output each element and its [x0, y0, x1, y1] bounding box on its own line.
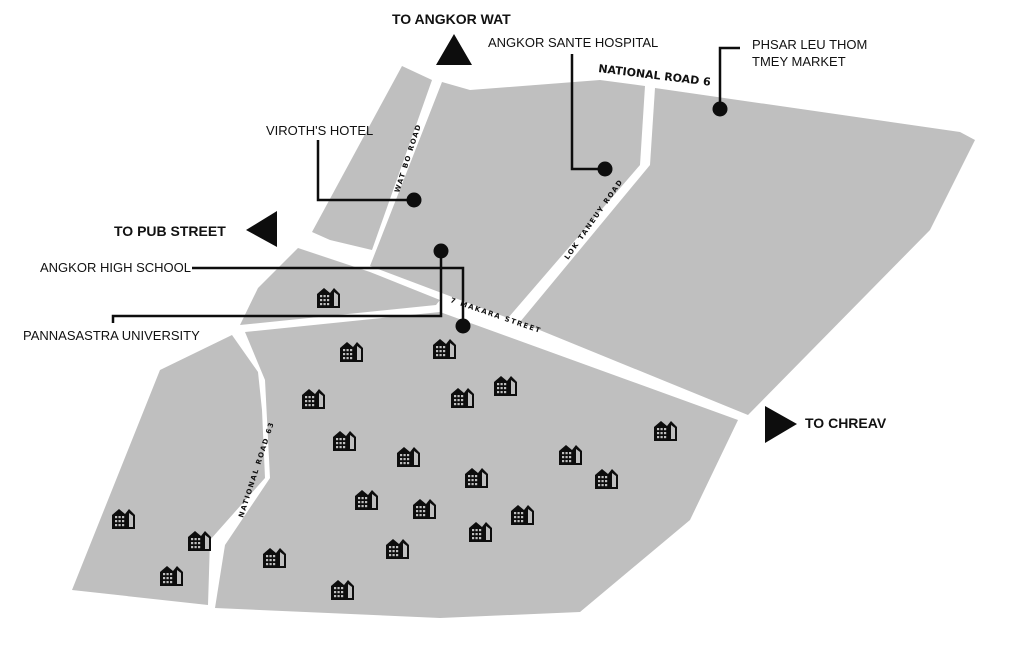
- arrow-left-icon: [246, 211, 277, 247]
- location-marker-icon[interactable]: [455, 318, 471, 334]
- landmark-angkor-high-school[interactable]: ANGKOR HIGH SCHOOL: [40, 260, 471, 334]
- land-areas: [72, 66, 975, 618]
- arrow-up-icon: [436, 34, 472, 65]
- location-marker-icon[interactable]: [433, 243, 449, 259]
- landmark-label-angkor-sante-hospital: ANGKOR SANTE HOSPITAL: [488, 35, 658, 50]
- landmark-label-viroths-hotel: VIROTH'S HOTEL: [266, 123, 373, 138]
- landmark-label-phsar-leu-thom-line1: PHSAR LEU THOM: [752, 37, 867, 52]
- landmark-viroths-hotel[interactable]: VIROTH'S HOTEL: [266, 123, 422, 208]
- direction-label-pub-street: TO PUB STREET: [114, 223, 226, 239]
- landmark-label-pannasastra-university: PANNASASTRA UNIVERSITY: [23, 328, 200, 343]
- land-block-south-central: [215, 312, 738, 618]
- land-block-north-central: [370, 80, 645, 318]
- location-marker-icon[interactable]: [712, 101, 728, 117]
- arrow-right-icon: [765, 406, 797, 443]
- landmark-label-phsar-leu-thom-line2: TMEY MARKET: [752, 54, 846, 69]
- landmark-phsar-leu-thom[interactable]: PHSAR LEU THOM TMEY MARKET: [712, 37, 868, 117]
- direction-pub-street: TO PUB STREET: [114, 211, 277, 247]
- landmark-pannasastra-university[interactable]: PANNASASTRA UNIVERSITY: [23, 243, 449, 344]
- land-block-wat-bo-west: [312, 66, 432, 250]
- landmark-label-angkor-high-school: ANGKOR HIGH SCHOOL: [40, 260, 191, 275]
- landmark-angkor-sante-hospital[interactable]: ANGKOR SANTE HOSPITAL: [488, 35, 658, 177]
- direction-chreav: TO CHREAV: [765, 406, 887, 443]
- land-block-southwest: [72, 335, 265, 605]
- direction-label-angkor-wat: TO ANGKOR WAT: [392, 11, 511, 27]
- direction-label-chreav: TO CHREAV: [805, 415, 887, 431]
- location-marker-icon[interactable]: [597, 161, 613, 177]
- land-block-northeast: [520, 88, 975, 415]
- location-marker-icon[interactable]: [406, 192, 422, 208]
- direction-angkor-wat: TO ANGKOR WAT: [392, 11, 511, 65]
